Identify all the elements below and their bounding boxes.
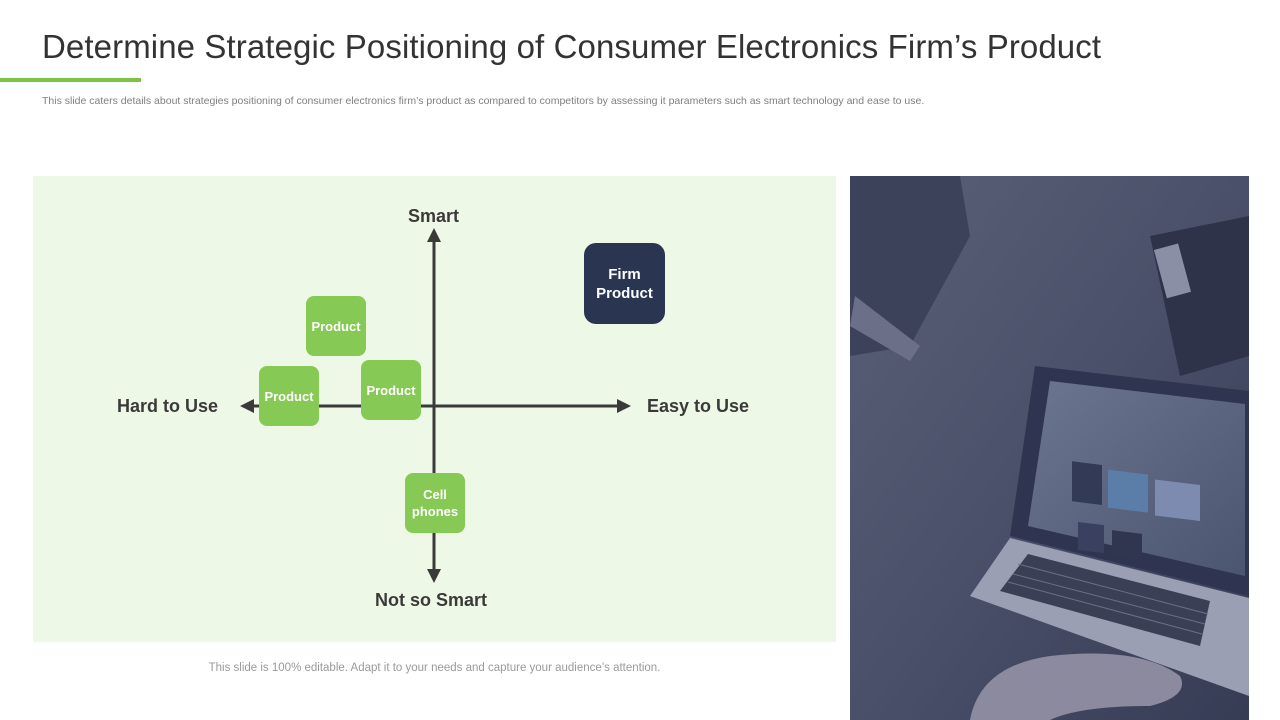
- title-underline: [0, 78, 141, 82]
- axis-label-not-so-smart: Not so Smart: [375, 590, 488, 610]
- arrow-left-icon: [240, 399, 254, 413]
- slide-title: Determine Strategic Positioning of Consu…: [42, 28, 1102, 65]
- axis-label-smart: Smart: [408, 206, 460, 226]
- slide-subtitle: This slide caters details about strategi…: [42, 95, 925, 107]
- arrow-up-icon: [427, 228, 441, 242]
- axis-label-easy-to-use: Easy to Use: [647, 396, 750, 416]
- arrow-right-icon: [617, 399, 631, 413]
- axis-label-hard-to-use: Hard to Use: [117, 396, 219, 416]
- product-node: Product: [306, 296, 366, 356]
- product-node: Product: [361, 360, 421, 420]
- positioning-map: Smart Not so Smart Hard to Use Easy to U…: [33, 176, 836, 642]
- cell-phones-node: Cell phones: [405, 473, 465, 533]
- footnote: This slide is 100% editable. Adapt it to…: [208, 662, 661, 674]
- laptop-photo: [850, 176, 1249, 720]
- arrow-down-icon: [427, 569, 441, 583]
- product-node: Product: [259, 366, 319, 426]
- laptop-photo-icon: [850, 176, 1249, 720]
- firm-product-node: Firm Product: [584, 243, 665, 324]
